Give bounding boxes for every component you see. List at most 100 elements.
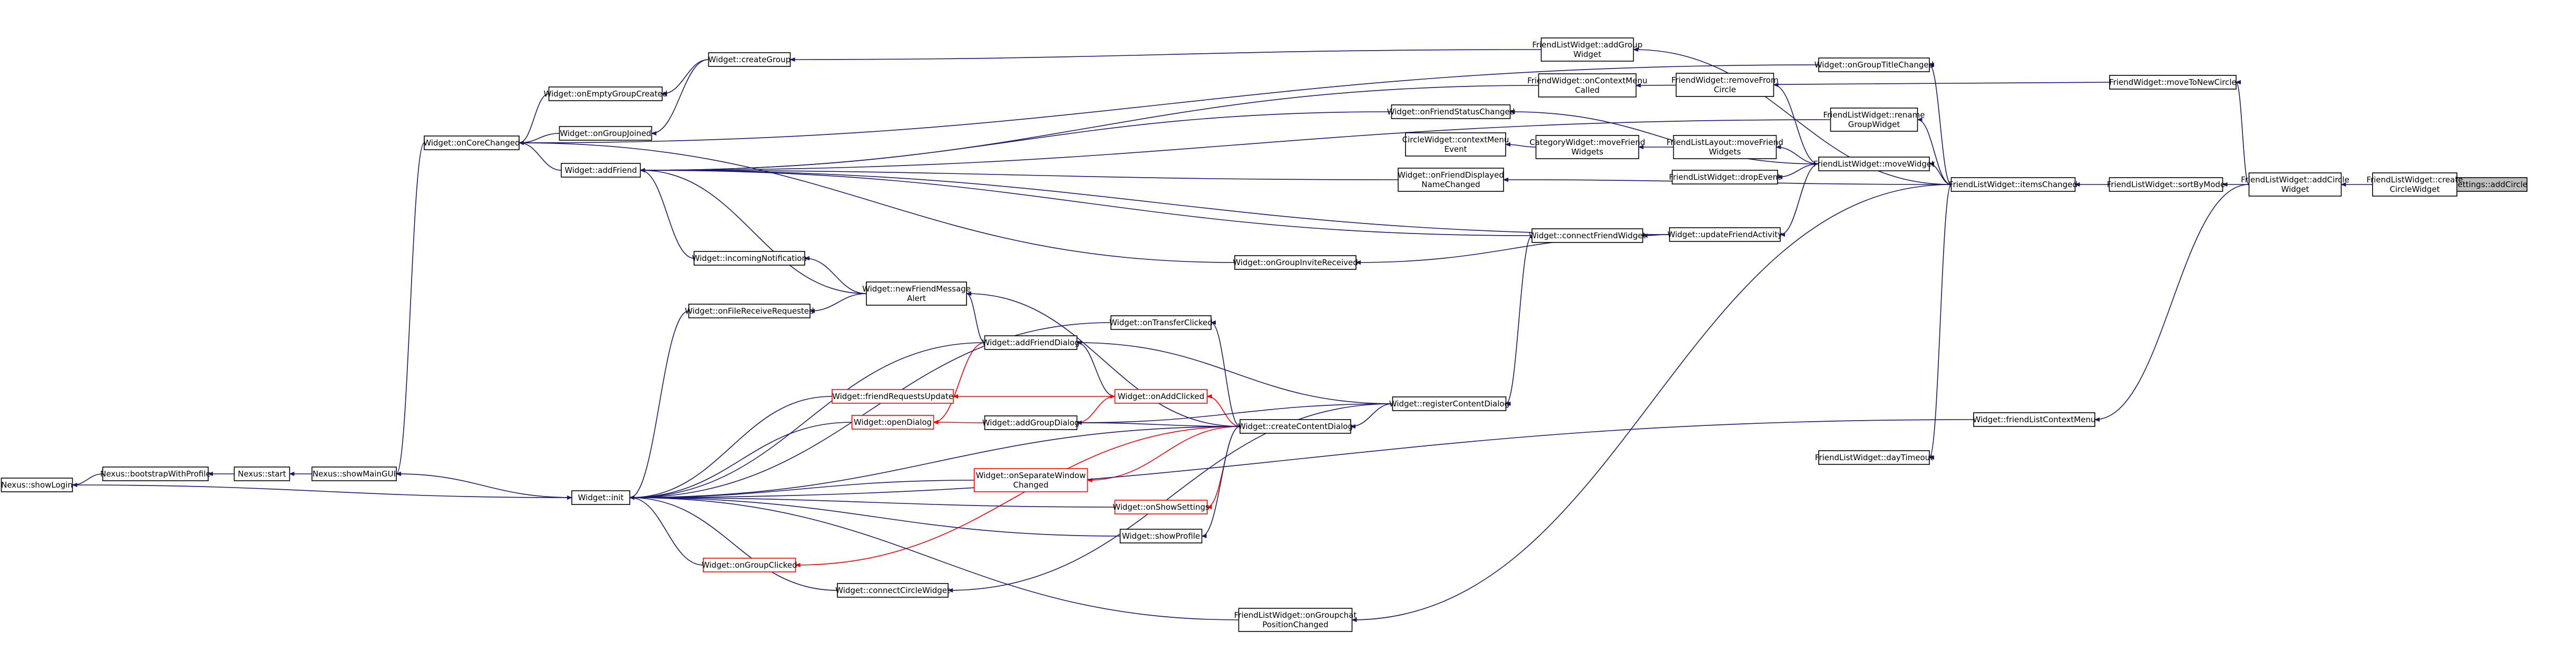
node-box (561, 163, 641, 178)
node-box (694, 251, 805, 266)
node-nexus-showmaingui[interactable]: Nexus::showMainGUI (311, 466, 397, 481)
node-widget-onaddclicked[interactable]: Widget::onAddClicked (1114, 389, 1208, 404)
node-label: FriendListWidget::dropEvent (1669, 172, 1781, 182)
node-label: Widget::onCoreChanged (423, 138, 520, 148)
node-box (851, 415, 934, 430)
node-label: Widget (2281, 184, 2309, 194)
edge-n46-n33 (630, 322, 1111, 498)
edge-n43-n39 (796, 426, 1241, 565)
node-widget-connectfriendwidget[interactable]: Widget::connectFriendWidget (1529, 228, 1646, 243)
node-widget-onshowsettings[interactable]: Widget::onShowSettings (1113, 500, 1209, 514)
node-nexus-showlogin[interactable]: Nexus::showLogin (1, 478, 73, 492)
node-label: PositionChanged (1262, 620, 1328, 629)
node-label: Widget::init (578, 493, 624, 502)
node-friendlistwidget-itemschanged[interactable]: FriendListWidget::itemsChanged (1949, 177, 2077, 192)
node-widget-updatefriendactivity[interactable]: Widget::updateFriendActivity (1667, 227, 1782, 242)
node-label: Settings::addCircle (2453, 180, 2528, 189)
node-box (1818, 450, 1930, 465)
node-box (688, 304, 811, 318)
node-widget-ongroupjoined[interactable]: Widget::onGroupJoined (559, 126, 652, 141)
node-friendlistwidget-daytimeout[interactable]: FriendListWidget::dayTimeout (1815, 450, 1933, 465)
node-widget-ontransferclicked[interactable]: Widget::onTransferClicked (1109, 315, 1213, 330)
edge-n29-n9 (640, 119, 1831, 170)
edge-n46-n36 (630, 396, 833, 498)
node-nexus-bootstrapwithprofile[interactable]: Nexus::bootstrapWithProfile (100, 466, 211, 481)
edge-n39-n21 (1351, 403, 1393, 426)
node-widget-opendialog[interactable]: Widget::openDialog (851, 415, 934, 430)
node-label: Changed (1013, 480, 1049, 490)
node-widget-creategroup[interactable]: Widget::createGroup (708, 52, 791, 67)
node-box (1391, 104, 1511, 119)
node-widget-oncorechanged[interactable]: Widget::onCoreChanged (423, 135, 520, 150)
node-widget-ongroupinvitereceived[interactable]: Widget::onGroupInviteReceived (1233, 255, 1358, 270)
node-friendlistwidget-dropevent[interactable]: FriendListWidget::dropEvent (1669, 170, 1781, 184)
edge-n47-n46 (396, 474, 572, 498)
node-friendwidget-movetonewcircle[interactable]: FriendWidget::moveToNewCircle (2109, 75, 2237, 90)
node-box (1114, 389, 1208, 404)
node-friendlistwidget-sortbymode[interactable]: FriendListWidget::sortByMode (2107, 177, 2225, 192)
edge-n9-n7 (1917, 120, 1951, 185)
node-label: Widget::onShowSettings (1113, 502, 1209, 512)
node-label: Widget::onSeparateWindow (976, 471, 1086, 480)
node-friendlistwidget-ongroupchatpositionchanged[interactable]: FriendListWidget::onGroupchatPositionCha… (1234, 608, 1357, 632)
node-box (1110, 315, 1212, 330)
node-widget-connectcirclewidget[interactable]: Widget::connectCircleWidget (835, 583, 950, 598)
node-label: Nexus::bootstrapWithProfile (100, 469, 211, 479)
node-label: Widget (1574, 50, 1602, 59)
node-widget-friendrequestsupdate[interactable]: Widget::friendRequestsUpdate (832, 389, 954, 404)
node-widget-friendlistcontextmenu[interactable]: Widget::friendListContextMenu (1973, 412, 2096, 427)
node-widget-onemptygroupcreated[interactable]: Widget::onEmptyGroupCreated (543, 86, 668, 101)
edge-n8-n7 (1929, 65, 1951, 185)
nodes-layer: Settings::addCircleFriendListWidget::cre… (1, 37, 2528, 632)
node-settings-addcircle[interactable]: Settings::addCircle (2453, 177, 2528, 192)
edge-n37-n38 (934, 422, 985, 423)
node-widget-init[interactable]: Widget::init (571, 490, 630, 505)
node-label: Widget::onFriendStatusChanged (1387, 107, 1515, 116)
node-label: Widget::onFileReceiveRequested (685, 306, 814, 316)
node-label: Widget::newFriendMessage (862, 284, 971, 294)
node-widget-ongrouptitlechanged[interactable]: Widget::onGroupTitleChanged (1814, 57, 1934, 72)
edge-n32-n31 (810, 293, 867, 311)
node-label: FriendListWidget::addGroup (1532, 40, 1642, 50)
node-box (1818, 57, 1930, 72)
edge-n12-n7 (1634, 50, 1951, 185)
node-label: Widget::onAddClicked (1118, 392, 1205, 401)
node-box (1114, 500, 1208, 514)
node-widget-registercontentdialog[interactable]: Widget::registerContentDialog (1389, 396, 1509, 411)
node-widget-incomingnotification[interactable]: Widget::incomingNotification (692, 251, 807, 266)
node-friendlistwidget-movewidget[interactable]: FriendListWidget::moveWidget (1813, 157, 1935, 171)
node-widget-addfriend[interactable]: Widget::addFriend (561, 163, 641, 178)
edge-n46-n45 (630, 498, 1239, 620)
node-label: FriendListWidget::sortByMode (2107, 180, 2225, 189)
node-box (1405, 132, 1506, 157)
node-label: Widget::onGroupTitleChanged (1814, 60, 1934, 70)
node-box (1240, 419, 1351, 434)
node-widget-addfrienddialog[interactable]: Widget::addFriendDialog (982, 335, 1080, 350)
node-nexus-start[interactable]: Nexus::start (233, 466, 290, 481)
node-label: Widget::onGroupInviteReceived (1233, 258, 1358, 267)
node-box (832, 389, 954, 404)
edge-n6-n3 (2095, 184, 2249, 420)
node-widget-onfriendstatuschanged[interactable]: Widget::onFriendStatusChanged (1387, 104, 1515, 119)
edges-layer (73, 50, 2457, 620)
edge-n22-n10 (1510, 112, 1819, 164)
node-box (866, 281, 967, 306)
node-widget-showprofile[interactable]: Widget::showProfile (1119, 529, 1203, 543)
node-widget-ongroupclicked[interactable]: Widget::onGroupClicked (701, 558, 797, 572)
node-label: Widget::onEmptyGroupCreated (543, 89, 667, 99)
node-widget-addgroupdialog[interactable]: Widget::addGroupDialog (982, 415, 1080, 430)
node-widget-onfilereceiverequested[interactable]: Widget::onFileReceiveRequested (685, 304, 814, 318)
node-widget-createcontentdialog[interactable]: Widget::createContentDialog (1238, 419, 1353, 434)
